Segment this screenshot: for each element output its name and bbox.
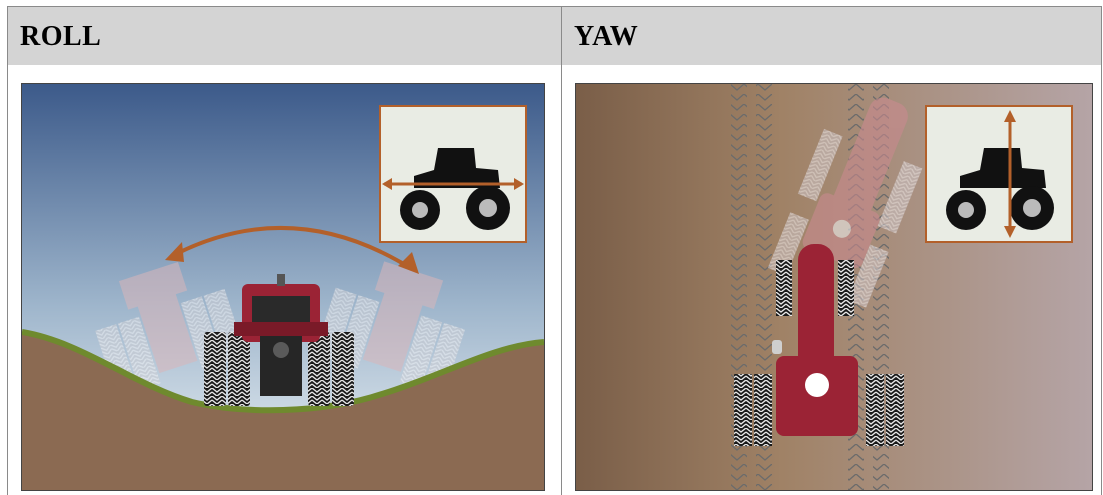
roll-header-label: ROLL (20, 21, 101, 53)
yaw-header-cell: YAW (561, 6, 1102, 66)
attitude-table: ROLL YAW (7, 6, 1102, 495)
roll-body-cell (7, 65, 562, 495)
yaw-inset (926, 106, 1072, 242)
roll-inset (380, 106, 526, 242)
roll-illustration (21, 83, 545, 491)
yaw-header-label: YAW (574, 21, 638, 53)
roll-diagram-svg (22, 84, 544, 490)
yaw-illustration (575, 83, 1093, 491)
yaw-diagram-svg (576, 84, 1092, 490)
yaw-body-cell (561, 65, 1102, 495)
roll-header-cell: ROLL (7, 6, 562, 66)
